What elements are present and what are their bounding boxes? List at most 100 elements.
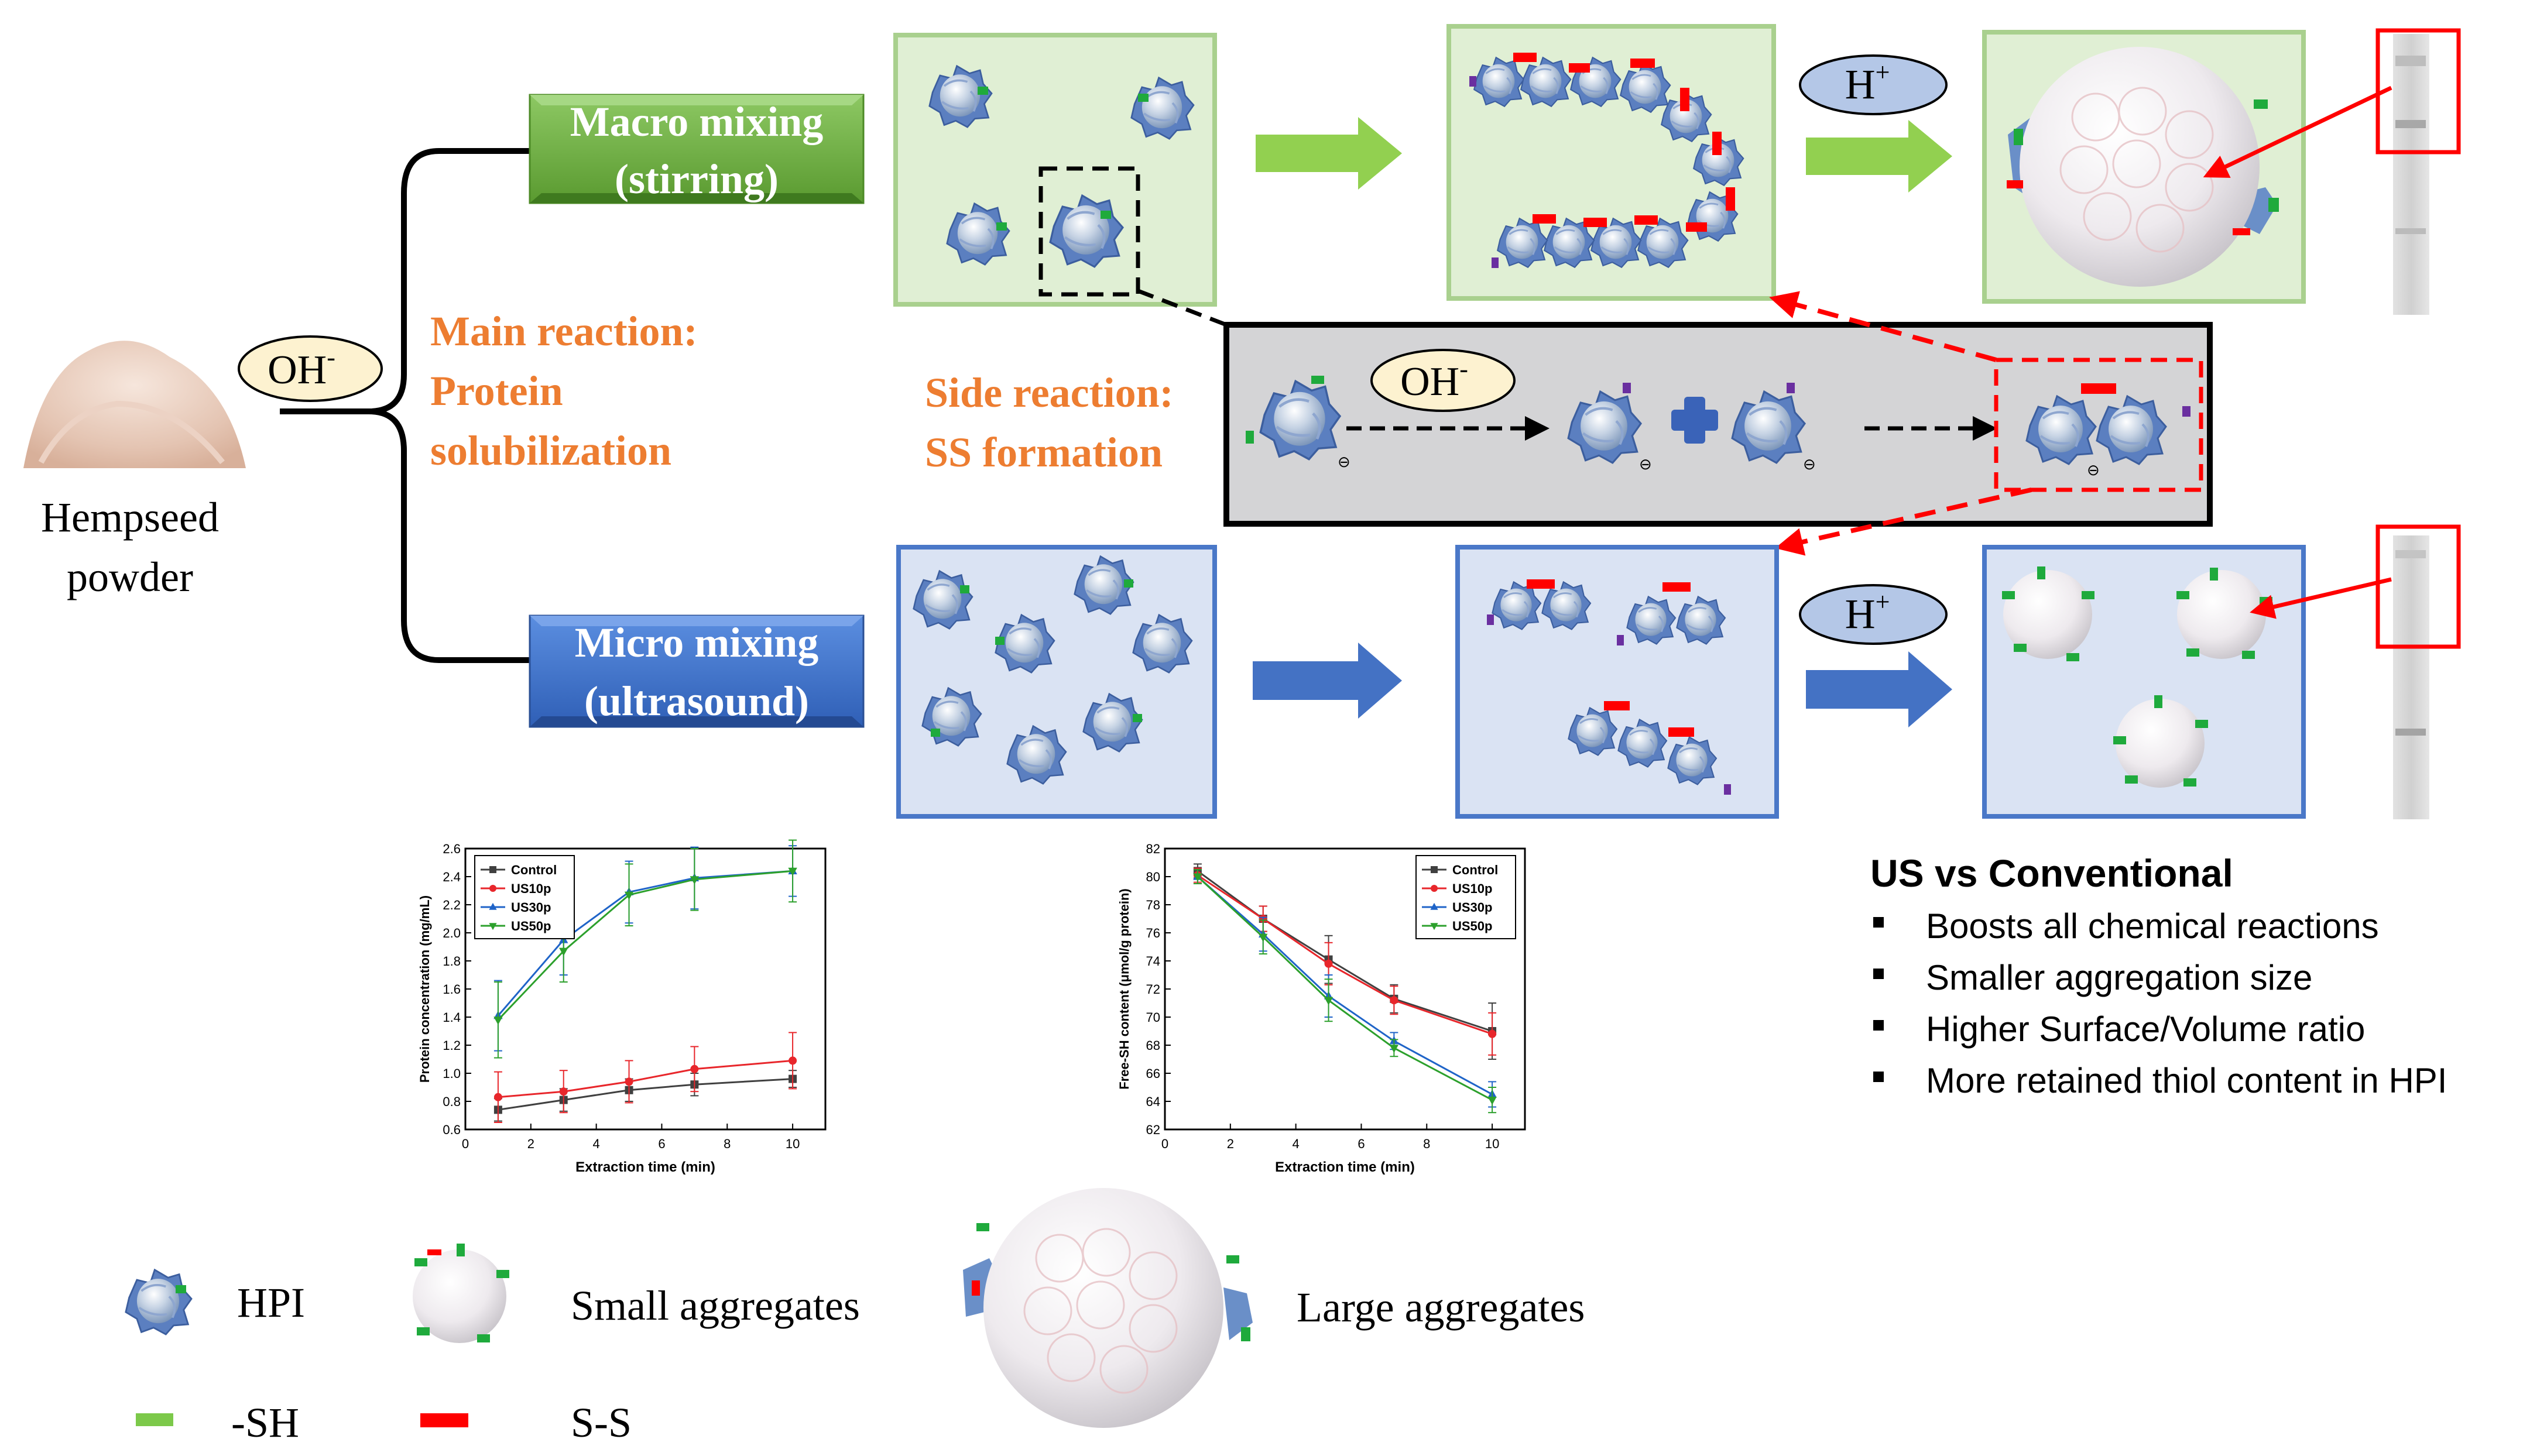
legend-small-aggregate-icon bbox=[413, 1244, 509, 1343]
svg-text:⊖: ⊖ bbox=[2087, 461, 2100, 479]
x-tick-label: 8 bbox=[1423, 1136, 1430, 1151]
series-us50p bbox=[493, 839, 797, 1059]
red-dashed-arrow-down bbox=[1775, 487, 2032, 556]
red-dashed-arrow-up bbox=[1769, 291, 1997, 362]
legend-marker bbox=[489, 902, 497, 910]
y-tick-label: 1.0 bbox=[443, 1066, 461, 1081]
y-tick-label: 74 bbox=[1146, 954, 1160, 969]
main-reaction-line1: Main reaction: bbox=[430, 308, 698, 355]
legend-small-aggregates-label: Small aggregates bbox=[571, 1282, 860, 1329]
series-us50p bbox=[1193, 869, 1497, 1114]
micro-mixing-label: Micro mixing (ultrasound) bbox=[529, 614, 865, 728]
y-tick-label: 1.8 bbox=[443, 954, 461, 969]
micro-panel-dispersed bbox=[896, 545, 1217, 819]
data-point bbox=[1324, 959, 1333, 968]
legend-hpi-label: HPI bbox=[237, 1279, 305, 1326]
zoom-connector-line bbox=[1137, 289, 1228, 327]
legend-large-aggregates-label: Large aggregates bbox=[1297, 1284, 1585, 1331]
gel-lane-top bbox=[2203, 28, 2461, 315]
main-reaction-line3: solubilization bbox=[430, 427, 671, 474]
micro-panel-small-chains bbox=[1455, 545, 1779, 819]
legend: HPI Small aggregates Large aggregates -S… bbox=[124, 1188, 1585, 1446]
svg-text:⊖: ⊖ bbox=[1803, 455, 1816, 473]
hydroxide-charge-left: - bbox=[327, 343, 335, 372]
main-reaction-line2: Protein bbox=[430, 368, 563, 414]
legend-ss-swatch bbox=[420, 1413, 468, 1427]
y-axis-label: Protein concentration (mg/mL) bbox=[417, 895, 432, 1083]
series-line bbox=[498, 1078, 793, 1111]
data-point bbox=[690, 1064, 699, 1073]
legend-hpi-icon bbox=[124, 1268, 193, 1336]
summary-bullet-4: More retained thiol content in HPI bbox=[1926, 1061, 2447, 1100]
y-tick-label: 82 bbox=[1146, 842, 1160, 856]
summary-bullet-2: Smaller aggregation size bbox=[1926, 958, 2312, 997]
y-tick-label: 2.6 bbox=[443, 842, 461, 856]
data-point bbox=[1259, 933, 1268, 942]
legend-entry: Control bbox=[511, 863, 557, 877]
data-point bbox=[1389, 1045, 1399, 1053]
y-tick-label: 1.2 bbox=[443, 1038, 461, 1053]
hempseed-powder-pile bbox=[23, 341, 246, 468]
micro-arrow-2 bbox=[1806, 651, 1952, 727]
legend-entry: US30p bbox=[1452, 900, 1492, 915]
gel-lane-bottom bbox=[2250, 524, 2461, 819]
macro-label-line2: (stirring) bbox=[615, 156, 779, 202]
data-point bbox=[559, 947, 568, 956]
x-tick-label: 10 bbox=[1485, 1136, 1499, 1151]
y-tick-label: 1.4 bbox=[443, 1010, 461, 1025]
y-tick-label: 2.4 bbox=[443, 870, 461, 884]
y-tick-label: 0.8 bbox=[443, 1094, 461, 1109]
data-point bbox=[1488, 1029, 1497, 1038]
side-reaction-panel: ⊖ OH- ⊖ ⊖ ⊖ bbox=[1223, 322, 2213, 527]
data-point bbox=[493, 1017, 503, 1025]
micro-arrow-1 bbox=[1253, 643, 1402, 719]
y-tick-label: 66 bbox=[1146, 1066, 1160, 1081]
legend-sh-label: -SH bbox=[231, 1399, 299, 1446]
gel-highlight-box-top bbox=[2375, 28, 2461, 154]
legend-ss-label: S-S bbox=[571, 1399, 632, 1446]
macro-panel-chains bbox=[1446, 24, 1776, 301]
micro-panel-small-aggregates bbox=[1982, 545, 2306, 819]
gel-pointer-arrow-top bbox=[2203, 85, 2392, 178]
hydroxide-text-side: OH bbox=[1400, 359, 1459, 404]
data-point bbox=[1487, 1097, 1497, 1105]
summary-title: US vs Conventional bbox=[1870, 851, 2233, 895]
legend-marker bbox=[489, 923, 497, 930]
svg-text:OH-: OH- bbox=[1400, 355, 1468, 404]
x-tick-label: 4 bbox=[593, 1136, 600, 1151]
y-tick-label: 62 bbox=[1146, 1122, 1160, 1137]
legend-entry: US30p bbox=[511, 900, 551, 915]
x-axis-label: Extraction time (min) bbox=[575, 1159, 715, 1175]
large-aggregate-shell bbox=[2007, 47, 2279, 287]
hempseed-label-line2: powder bbox=[67, 554, 193, 600]
legend-entry: US50p bbox=[1452, 919, 1492, 933]
macro-acid-charge: + bbox=[1876, 58, 1890, 87]
x-tick-label: 10 bbox=[786, 1136, 800, 1151]
series-us10p bbox=[493, 1032, 797, 1123]
summary-bullet-3: Higher Surface/Volume ratio bbox=[1926, 1009, 2365, 1049]
macro-label-line1: Macro mixing bbox=[570, 98, 824, 145]
data-point bbox=[1324, 997, 1334, 1005]
y-tick-label: 80 bbox=[1146, 870, 1160, 884]
y-tick-label: 76 bbox=[1146, 926, 1160, 940]
legend-marker bbox=[1431, 866, 1438, 873]
macro-acid-text: H bbox=[1845, 61, 1876, 108]
y-tick-label: 2.2 bbox=[443, 898, 461, 912]
macro-acid-ellipse: H+ bbox=[1799, 54, 1948, 115]
svg-text:⊖: ⊖ bbox=[1338, 453, 1350, 471]
data-point bbox=[690, 876, 700, 885]
hempseed-label-line1: Hempseed bbox=[41, 494, 219, 541]
x-axis-label: Extraction time (min) bbox=[1275, 1159, 1415, 1175]
y-tick-label: 78 bbox=[1146, 898, 1160, 912]
svg-text:⊖: ⊖ bbox=[1639, 455, 1652, 473]
small-aggregate-3 bbox=[2113, 695, 2208, 788]
summary-bullet-1: Boosts all chemical reactions bbox=[1926, 906, 2379, 946]
data-point bbox=[789, 1056, 797, 1065]
x-tick-label: 2 bbox=[1227, 1136, 1234, 1151]
legend-entry: US10p bbox=[1452, 881, 1492, 896]
gel-highlight-box-bottom bbox=[2375, 524, 2461, 649]
